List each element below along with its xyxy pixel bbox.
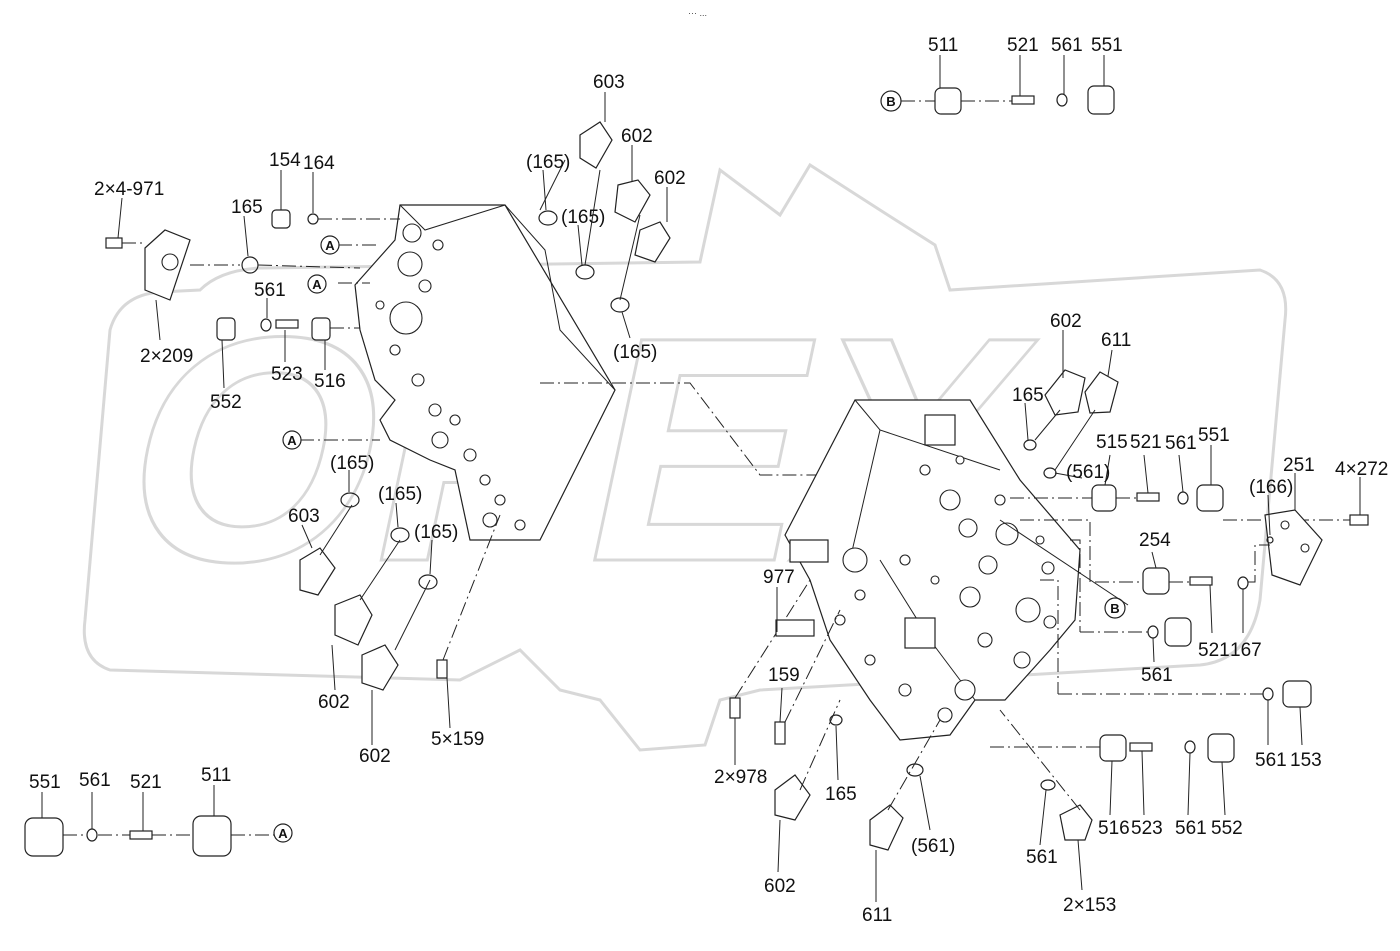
svg-text:B: B [1110, 601, 1119, 616]
label-977: 977 [763, 567, 795, 588]
callout-a-3: A [282, 430, 302, 450]
label-154: 154 [269, 150, 301, 171]
label-561: 561 [1255, 750, 1287, 771]
label-2x4-971: 2×4-971 [94, 179, 164, 200]
label-602: 602 [318, 692, 350, 713]
left-fittings [299, 121, 820, 691]
callout-a-4: A [273, 823, 293, 843]
label-551: 551 [29, 772, 61, 793]
label-611: 611 [1101, 330, 1131, 351]
label-leaders [41, 55, 1361, 902]
bottom-left-assembly [24, 815, 274, 857]
label-561: 561 [79, 770, 111, 791]
left-valve-block [354, 204, 616, 541]
label-516: 516 [314, 371, 346, 392]
label-165-paren: (165) [526, 152, 570, 173]
label-602: 602 [621, 126, 653, 147]
left-components [105, 209, 400, 441]
label-561: 561 [1175, 818, 1207, 839]
svg-text:A: A [325, 238, 335, 253]
label-165: 165 [1012, 385, 1044, 406]
label-561: 561 [1026, 847, 1058, 868]
label-165: 165 [825, 784, 857, 805]
callout-b-2: B [1104, 597, 1126, 619]
label-159: 159 [768, 665, 800, 686]
label-165-paren: (165) [378, 484, 422, 505]
label-251: 251 [1283, 455, 1315, 476]
label-561: 561 [1141, 665, 1173, 686]
callout-b-1: B [880, 90, 902, 112]
watermark-gear: OPEX [82, 162, 1288, 752]
label-5x159: 5×159 [431, 729, 484, 750]
right-valve-block [784, 399, 1081, 741]
top-marker: ··· ... [688, 8, 707, 18]
label-165-paren: (165) [330, 453, 374, 474]
label-165-paren: (165) [414, 522, 458, 543]
label-523: 523 [271, 364, 303, 385]
label-602: 602 [764, 876, 796, 897]
label-166-paren: (166) [1249, 477, 1293, 498]
label-4x272: 4×272 [1335, 459, 1388, 480]
label-561: 561 [254, 280, 286, 301]
label-602: 602 [1050, 311, 1082, 332]
label-603: 603 [288, 506, 320, 527]
label-521: 521 [1007, 35, 1039, 56]
label-2x209: 2×209 [140, 346, 193, 367]
label-165-paren: (165) [613, 342, 657, 363]
label-167: 167 [1230, 640, 1262, 661]
label-561-paren: (561) [911, 836, 955, 857]
label-561-paren: (561) [1066, 462, 1110, 483]
label-551: 551 [1091, 35, 1123, 56]
label-521: 521 [130, 772, 162, 793]
label-551: 551 [1198, 425, 1230, 446]
label-552: 552 [210, 392, 242, 413]
svg-text:A: A [312, 277, 322, 292]
svg-text:B: B [886, 94, 895, 109]
label-2x978: 2×978 [714, 767, 767, 788]
label-165-paren: (165) [561, 207, 605, 228]
label-165: 165 [231, 197, 263, 218]
callout-a-1: A [320, 235, 340, 255]
label-254: 254 [1139, 530, 1171, 551]
top-right-assembly [901, 85, 1115, 115]
right-components [729, 369, 1369, 851]
label-602: 602 [359, 746, 391, 767]
label-164: 164 [303, 153, 335, 174]
label-521: 521 [1198, 640, 1230, 661]
svg-text:A: A [287, 433, 297, 448]
label-561: 561 [1051, 35, 1083, 56]
label-516: 516 [1098, 818, 1130, 839]
label-561: 561 [1165, 433, 1197, 454]
label-523: 523 [1131, 818, 1163, 839]
label-552: 552 [1211, 818, 1243, 839]
label-611: 611 [862, 905, 892, 926]
label-515: 515 [1096, 432, 1128, 453]
label-602: 602 [654, 168, 686, 189]
callout-a-2: A [307, 274, 327, 294]
label-603: 603 [593, 72, 625, 93]
svg-text:A: A [278, 826, 288, 841]
label-2x153: 2×153 [1063, 895, 1116, 916]
label-521: 521 [1130, 432, 1162, 453]
label-153: 153 [1290, 750, 1322, 771]
label-511: 511 [928, 35, 958, 56]
part-labels: 603 602 602 (165) (165) (165) 154 164 2×… [29, 35, 1388, 926]
label-511: 511 [201, 765, 231, 786]
